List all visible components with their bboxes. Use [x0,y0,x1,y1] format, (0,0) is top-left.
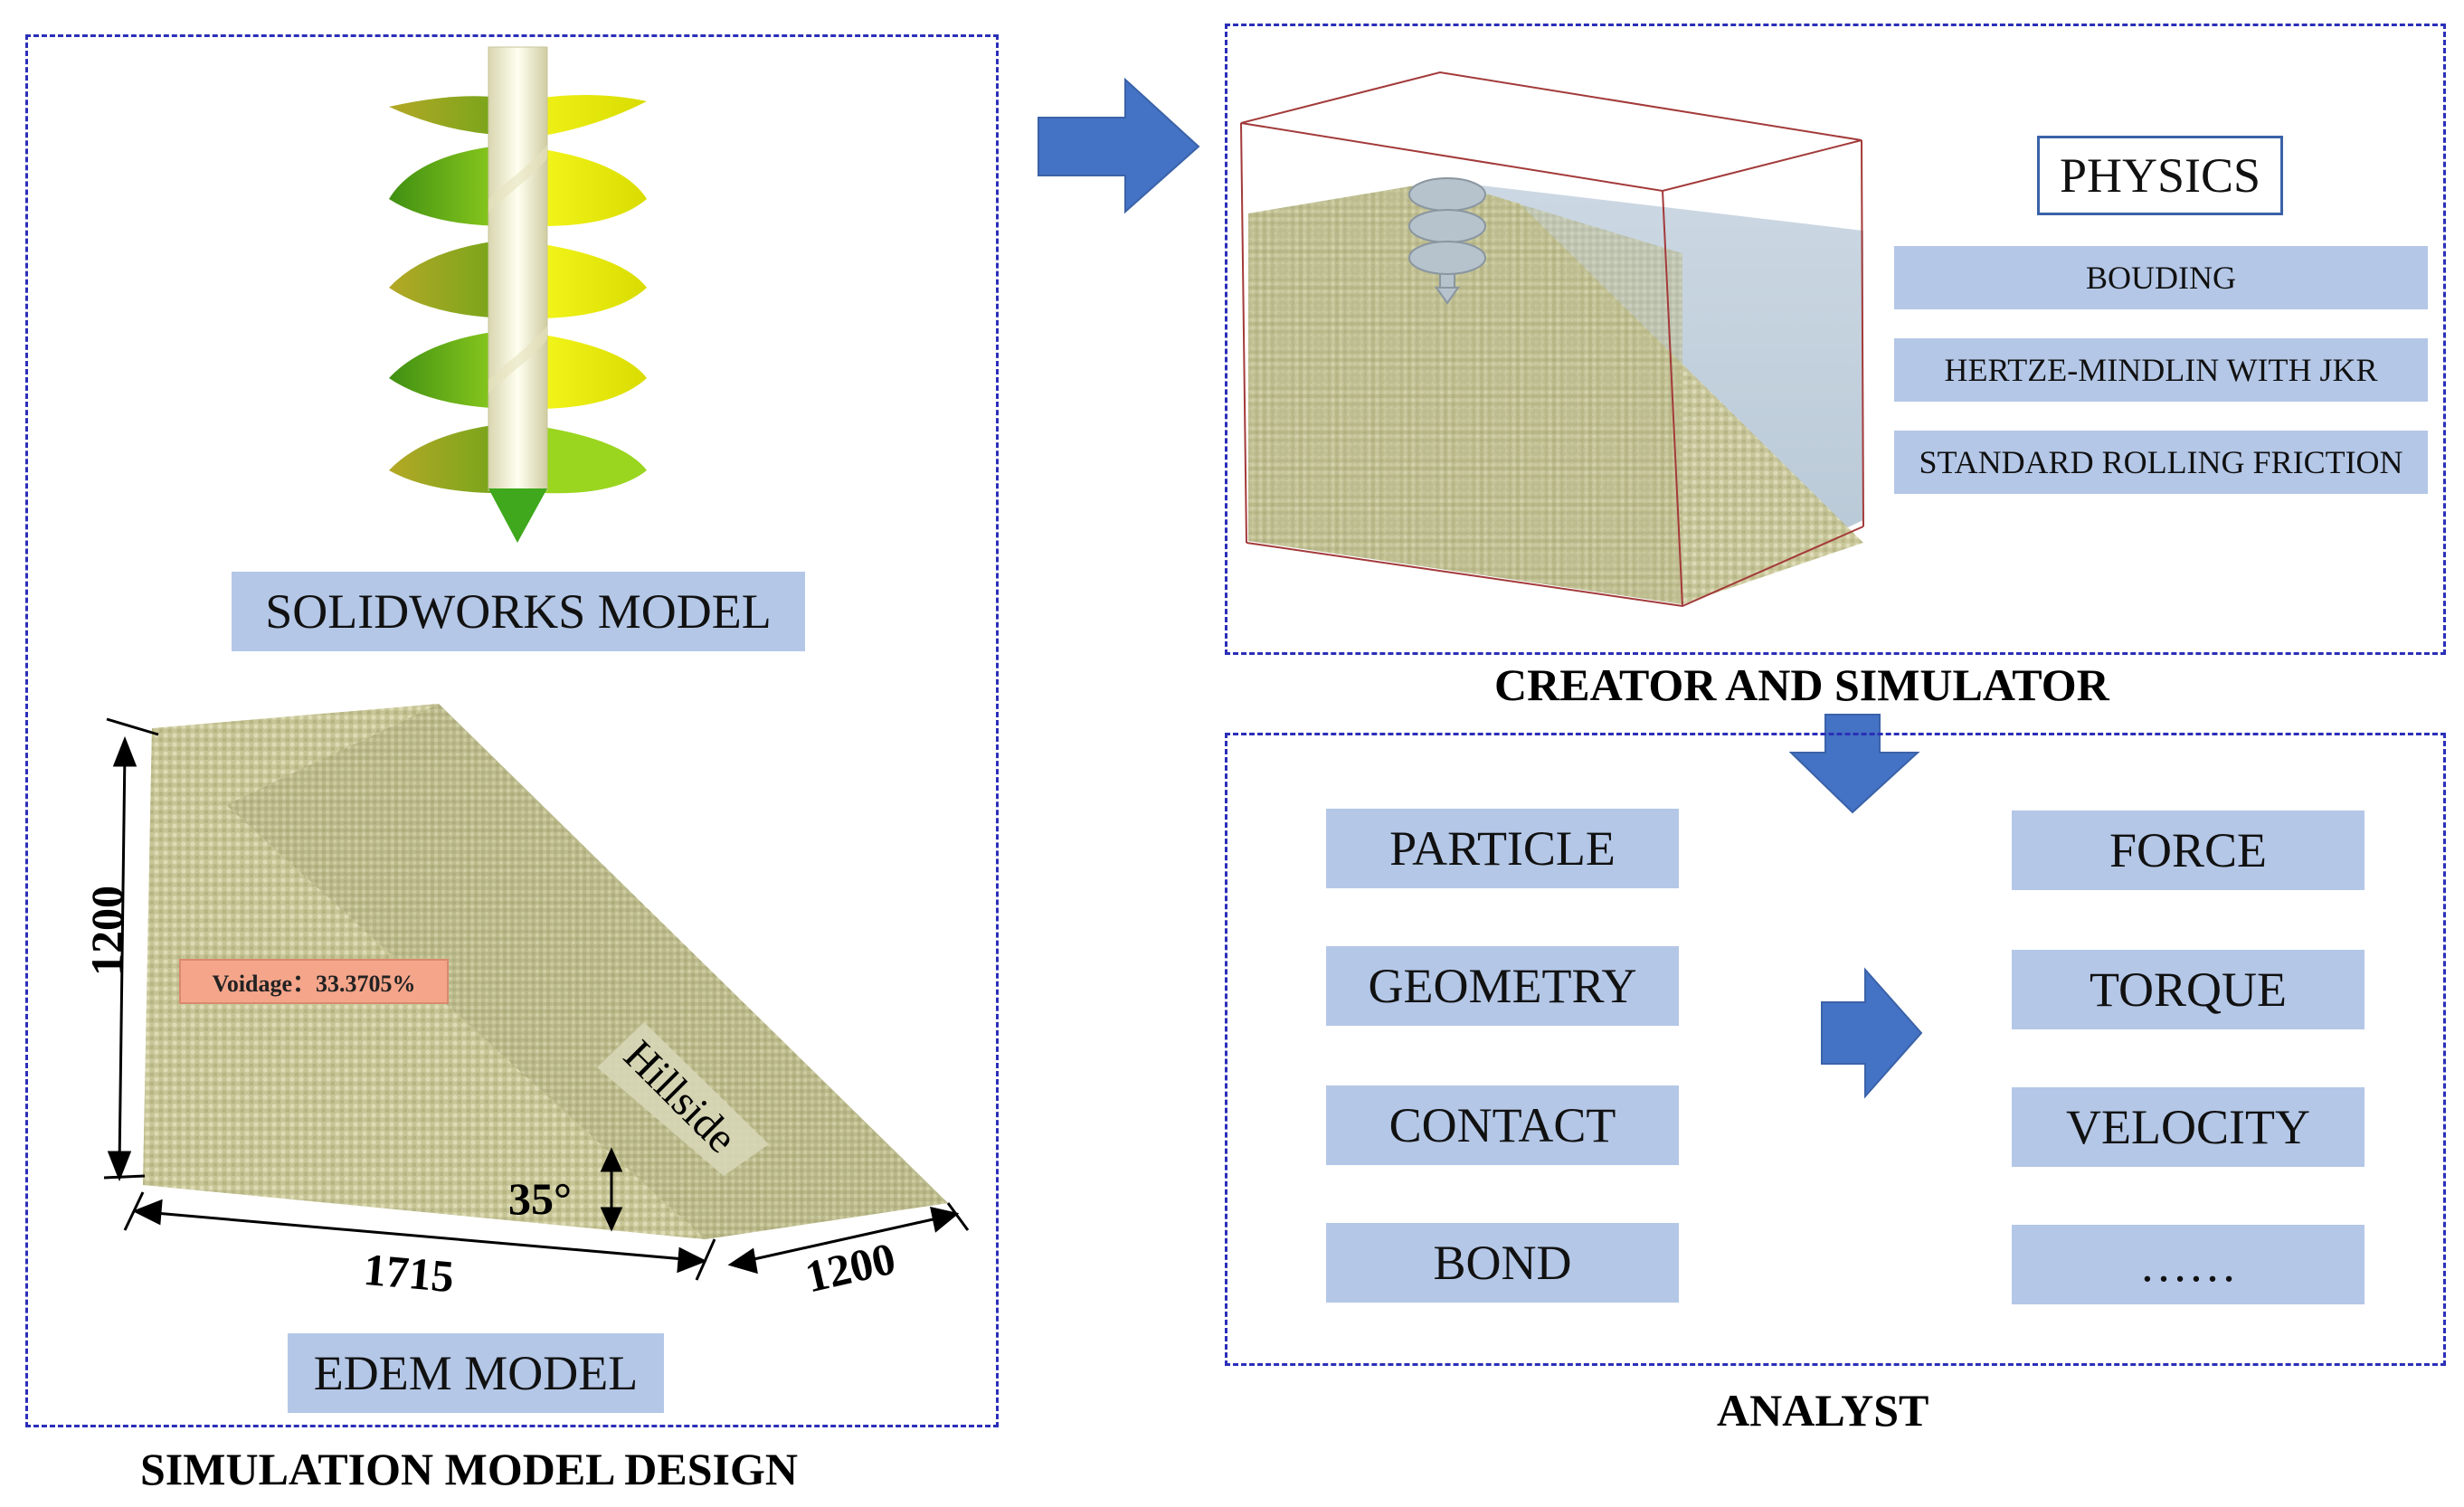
analyst-output-more: …… [2012,1225,2364,1304]
analyst-input-particle: PARTICLE [1326,809,1679,888]
dim-height-text: 1200 [81,886,132,976]
physics-item-bouding: BOUDING [1894,246,2428,309]
analyst-output-velocity: VELOCITY [2012,1087,2364,1167]
slope-angle-text: 35° [508,1173,572,1224]
creator-simulator-panel [1225,24,2446,655]
dim-length-text: 1715 [361,1243,457,1303]
edem-model-label: EDEM MODEL [288,1333,664,1413]
creator-simulator-caption: CREATOR AND SIMULATOR [1494,659,2109,710]
physics-item-rolling-friction: STANDARD ROLLING FRICTION [1894,431,2428,494]
analyst-input-bond: BOND [1326,1223,1679,1303]
analyst-input-geometry: GEOMETRY [1326,946,1679,1026]
physics-item-hertz-mindlin-jkr: HERTZE-MINDLIN WITH JKR [1894,338,2428,402]
analyst-panel [1225,733,2446,1366]
analyst-input-contact: CONTACT [1326,1085,1679,1165]
solidworks-model-label: SOLIDWORKS MODEL [232,572,805,651]
simulation-model-design-caption: SIMULATION MODEL DESIGN [140,1444,798,1494]
analyst-output-force: FORCE [2012,810,2364,890]
analyst-caption: ANALYST [1717,1385,1929,1436]
voidage-badge: Voidage：33.3705% [179,959,449,1004]
physics-title: PHYSICS [2037,136,2283,215]
analyst-output-torque: TORQUE [2012,950,2364,1029]
simulation-model-design-panel [25,34,999,1427]
